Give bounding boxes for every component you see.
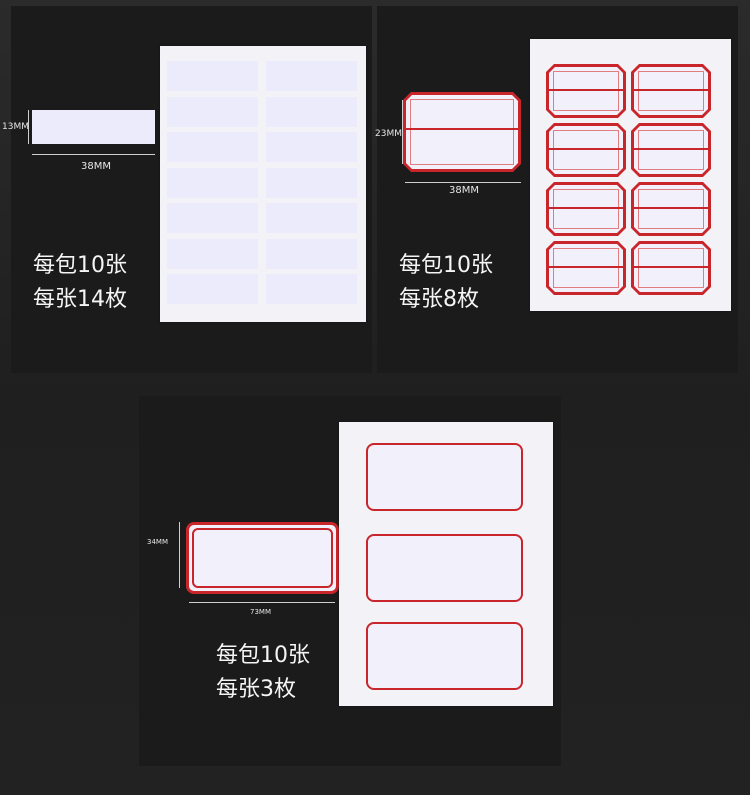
width-dimension-line xyxy=(32,154,155,155)
sheet-label xyxy=(167,96,258,127)
sheet-label xyxy=(266,61,357,91)
sheet-label xyxy=(167,132,258,162)
single-label-sample xyxy=(32,110,155,144)
sheet-red-label xyxy=(546,123,626,177)
label-sheet-14 xyxy=(160,46,366,322)
sheet-red-label xyxy=(631,182,711,236)
sheet-label xyxy=(266,167,357,198)
sheet-label xyxy=(167,203,258,233)
single-red-label-sample xyxy=(403,92,521,172)
label-sheet-8 xyxy=(530,39,731,311)
height-dimension-text: 23MM xyxy=(375,129,402,139)
height-dimension-line xyxy=(179,522,180,588)
sheet-red-label xyxy=(631,241,711,295)
sheet-label xyxy=(266,238,357,269)
sheet-label xyxy=(266,132,357,162)
width-dimension-line xyxy=(405,182,521,183)
sheet-label xyxy=(167,61,258,91)
sheet-label-2 xyxy=(366,534,523,602)
sheet-red-label xyxy=(631,64,711,118)
inner-border xyxy=(192,528,333,588)
width-dimension-text: 73MM xyxy=(250,608,271,616)
sheet-label xyxy=(167,274,258,304)
sheet-label-3 xyxy=(366,622,523,690)
width-dimension-text: 38MM xyxy=(81,161,111,172)
width-dimension-line xyxy=(189,602,335,603)
sheet-label xyxy=(266,203,357,233)
sheet-label xyxy=(167,167,258,198)
height-dimension-line xyxy=(402,100,403,164)
height-dimension-text: 34MM xyxy=(147,538,168,546)
sheet-label-1 xyxy=(366,443,523,511)
panel-rounded-labels: 34MM 73MM 每包10张 每张3枚 xyxy=(139,396,561,766)
width-dimension-text: 38MM xyxy=(449,185,479,196)
sheet-red-label xyxy=(546,241,626,295)
sheet-label xyxy=(266,96,357,127)
caption-per-sheet: 每张3枚 xyxy=(216,677,296,702)
sheet-red-label xyxy=(546,64,626,118)
caption-per-sheet: 每张14枚 xyxy=(33,287,127,312)
label-sheet-3 xyxy=(339,422,553,706)
single-rounded-label-sample xyxy=(186,522,339,594)
caption-per-sheet: 每张8枚 xyxy=(399,287,479,312)
sheet-label xyxy=(167,238,258,269)
caption-pack-count: 每包10张 xyxy=(33,253,127,278)
height-dimension-text: 13MM xyxy=(2,122,29,132)
caption-pack-count: 每包10张 xyxy=(399,253,493,278)
sheet-red-label xyxy=(631,123,711,177)
caption-pack-count: 每包10张 xyxy=(216,643,310,668)
panel-red-labels: 23MM 38MM 每包10张 每张8枚 xyxy=(375,6,738,373)
panel-plain-labels: 13MM 38MM 每包10张 每张14枚 xyxy=(2,6,372,373)
height-dimension-line xyxy=(28,110,29,144)
sheet-red-label xyxy=(546,182,626,236)
sheet-label xyxy=(266,274,357,304)
